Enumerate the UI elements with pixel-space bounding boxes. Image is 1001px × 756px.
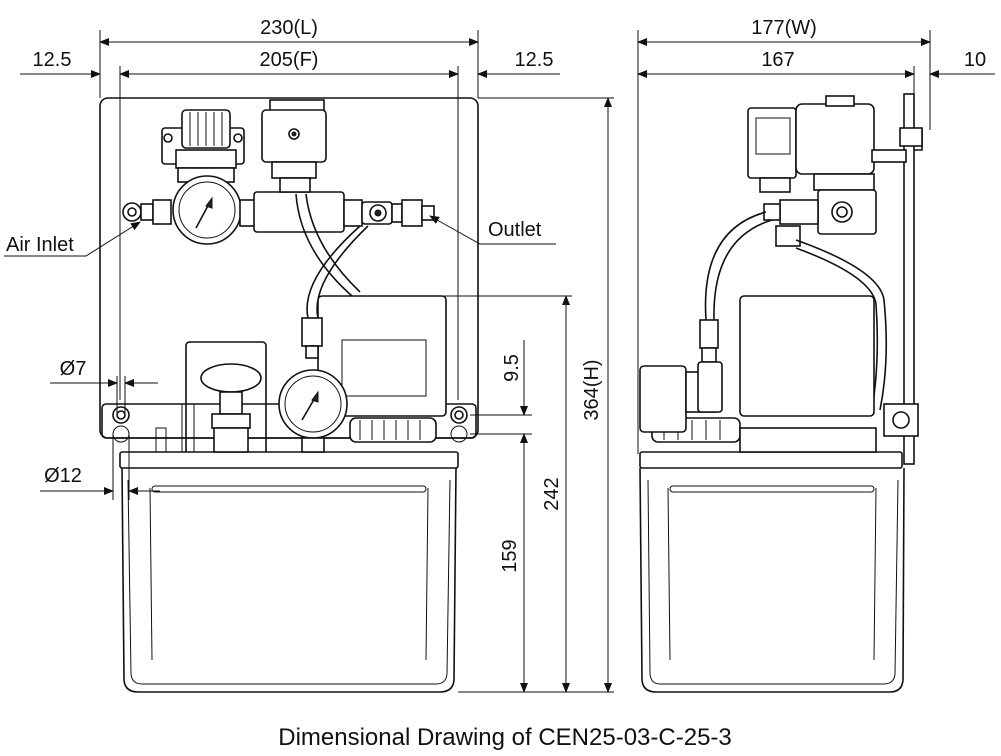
dim-bracket-height: 159	[499, 539, 521, 572]
side-view	[639, 93, 923, 693]
mount-hole-right	[450, 406, 468, 443]
dim-width: 177(W)	[751, 17, 817, 39]
solenoid-valve	[261, 99, 327, 193]
dim-flange: 10	[964, 49, 986, 71]
oil-tank	[121, 467, 457, 693]
side-solenoid	[747, 95, 907, 193]
regulator-gauge	[172, 175, 242, 245]
dim-hole-large: Ø12	[44, 465, 82, 487]
dim-margin-left: 12.5	[33, 49, 72, 71]
oil-gauge	[278, 369, 348, 453]
mount-hole-left	[112, 406, 130, 443]
side-valve-block	[763, 189, 877, 247]
pressure-regulator	[161, 109, 245, 183]
dim-front: 205(F)	[260, 49, 319, 71]
dim-tank-height: 242	[541, 477, 563, 510]
dimension-lines	[4, 30, 995, 693]
dim-width-inner: 167	[761, 49, 794, 71]
dim-length: 230(L)	[260, 17, 318, 39]
relief-valve	[185, 341, 267, 453]
label-outlet: Outlet	[488, 219, 542, 241]
label-air-inlet: Air Inlet	[6, 234, 74, 256]
dim-hole-small: Ø7	[60, 358, 87, 380]
pump-motor	[317, 295, 447, 443]
drawing-caption: Dimensional Drawing of CEN25-03-C-25-3	[278, 724, 732, 751]
dim-margin-right: 12.5	[515, 49, 554, 71]
outlet-fitting	[343, 199, 435, 227]
dim-height: 364(H)	[581, 359, 603, 420]
dim-gap: 9.5	[501, 354, 523, 382]
air-inlet-fitting	[122, 199, 172, 225]
front-view	[99, 97, 479, 693]
